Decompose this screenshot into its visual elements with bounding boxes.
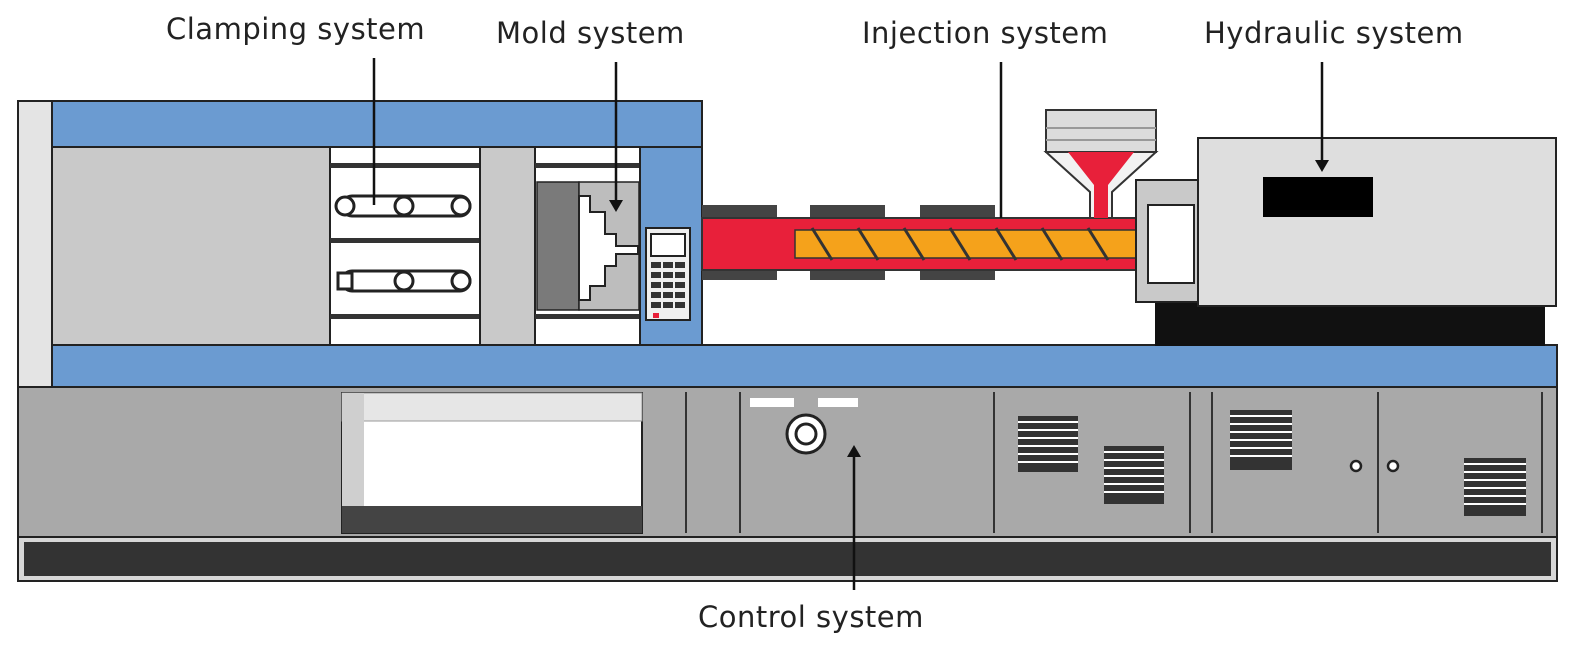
mold-half-moving [536, 181, 580, 311]
vent-grille [1230, 410, 1292, 470]
vent-grille [1464, 458, 1526, 516]
machine-bed-rail [51, 344, 1558, 388]
indicator-light [818, 398, 858, 407]
toggle-pin [450, 270, 472, 292]
indicator-light [750, 398, 794, 407]
opening-side [342, 393, 364, 533]
machine-foot-inner [24, 542, 1551, 576]
vent-grille [1018, 416, 1078, 472]
hopper-material [1068, 152, 1134, 218]
label-mold-system: Mold system [496, 16, 685, 50]
toggle-pin [336, 271, 354, 291]
tie-bar [330, 163, 480, 168]
coupling-window [1147, 204, 1195, 284]
toggle-pin [334, 195, 356, 217]
label-hydraulic-system: Hydraulic system [1204, 16, 1464, 50]
toggle-area [329, 146, 481, 346]
toggle-pin [450, 195, 472, 217]
tie-bar [535, 314, 640, 319]
heater-band [702, 205, 777, 219]
injection-unit [701, 109, 1159, 280]
hydraulic-display [1263, 177, 1373, 217]
clamping-top-beam [51, 100, 703, 148]
hopper-top [1045, 109, 1157, 153]
keypad-screen [650, 233, 686, 257]
hydraulic-unit [1135, 137, 1557, 346]
tie-bar [330, 314, 480, 319]
tie-bar [330, 238, 480, 243]
mold-cavity [578, 195, 639, 301]
clamping-unit [17, 100, 703, 392]
arrow-down-icon [1315, 160, 1329, 172]
label-control-system: Control system [698, 600, 924, 634]
base-cabinet [17, 386, 1558, 538]
tie-bar [535, 163, 640, 168]
label-clamping-system: Clamping system [166, 12, 426, 46]
heater-band [810, 205, 885, 219]
label-injection-system: Injection system [862, 16, 1109, 50]
callout-arrowheads [609, 160, 1329, 457]
clamping-left-post [17, 100, 53, 392]
cabinet-panel-dividers [685, 392, 1543, 533]
keypad-indicator [653, 313, 659, 318]
arrow-up-icon [847, 445, 861, 457]
heater-band [920, 205, 995, 219]
moving-platen [479, 146, 536, 346]
door-knob-icon [1386, 459, 1400, 473]
keypad-buttons [651, 262, 685, 308]
hydraulic-housing [1197, 137, 1557, 307]
arrow-down-icon [609, 200, 623, 212]
callout-lines [372, 58, 1324, 590]
rear-platen [51, 146, 331, 346]
cabinet-body [17, 386, 1558, 538]
screw-flights [810, 227, 1110, 261]
toggle-pin [393, 270, 415, 292]
hydraulic-base [1155, 300, 1545, 346]
vent-grille [1104, 446, 1164, 504]
door-knob-icon [1349, 459, 1363, 473]
toggle-pin [393, 195, 415, 217]
opening-floor [342, 506, 642, 533]
opening-grille [341, 392, 643, 422]
